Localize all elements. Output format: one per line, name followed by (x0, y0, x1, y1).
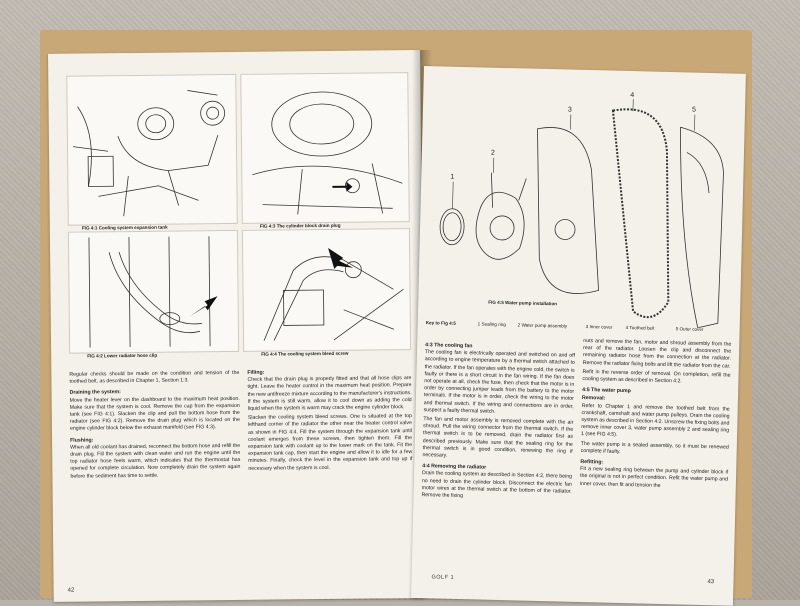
figure-water-pump: 1 2 3 4 5 (428, 86, 732, 328)
paragraph: Refit in the reverse order of removal. O… (582, 369, 730, 387)
paragraph: Drain the cooling system as described in… (421, 471, 572, 503)
paragraph: Refer to Chapter 1 and remove the toothe… (581, 403, 730, 443)
callout-2: 2 (491, 150, 495, 157)
figure-caption: FIG 4:4 The cooling system bleed screw (261, 351, 348, 357)
figure-bleed-screw (242, 228, 411, 352)
figure-caption: FIG 4:2 Lower radiator hose clip (87, 353, 157, 359)
callout-4: 4 (630, 92, 634, 99)
paragraph: Check that the drain plug is properly fi… (247, 375, 411, 413)
figure-key-item: 5 Outer cover (676, 326, 704, 332)
figure-key-item: 4 Toothed belt (626, 325, 655, 331)
intro-paragraph: Regular checks should be made on the con… (69, 370, 239, 386)
page-number: 42 (68, 588, 75, 594)
right-text-column-2: nuts and remove the fan, motor and shrou… (580, 338, 732, 493)
paragraph: When all old coolant has drained, reconn… (70, 443, 240, 481)
paragraph: Slacken the cooling system bleed screws.… (248, 413, 413, 472)
paragraph: Fit a new sealing ring between the pump … (580, 466, 728, 491)
paragraph: The fan and motor assembly is removed co… (422, 416, 573, 463)
right-page: 1 2 3 4 5 FIG 4:5 Water pump installatio… (411, 66, 746, 606)
figure-radiator-hose-clip (68, 230, 239, 354)
page-footer: GOLF 1 (431, 574, 454, 581)
figure-caption: FIG 4:3 The cylinder block drain plug (260, 223, 341, 229)
left-text-column-2: Filling: Check that the drain plug is pr… (247, 368, 412, 475)
figure-expansion-tank (66, 74, 238, 226)
figure-key-title: Key to Fig 4:5 (426, 320, 456, 326)
figure-key-item: 3 Inner cover (586, 324, 613, 330)
callout-1: 1 (450, 174, 454, 181)
paragraph: Move the heater lever on the dashboard t… (70, 396, 240, 434)
left-page: FIG 4:1 Cooling system expansion tank FI… (48, 50, 426, 602)
callout-5: 5 (692, 107, 696, 114)
figure-key-item: 2 Water pump assembly (518, 322, 567, 328)
callout-3: 3 (568, 107, 572, 114)
paragraph: nuts and remove the fan, motor and shrou… (583, 338, 732, 370)
figure-drain-plug (240, 72, 410, 224)
left-text-column-1: Regular checks should be made on the con… (69, 370, 240, 483)
right-text-column-1: 4:3 The cooling fan The cooling fan is e… (421, 342, 575, 505)
paragraph: The water pump is a sealed assembly, so … (581, 441, 729, 459)
figure-key-item: 1 Sealing ring (478, 321, 506, 327)
figure-caption: FIG 4:1 Cooling system expansion tank (82, 225, 168, 231)
paragraph: The cooling fan is electrically operated… (423, 349, 575, 417)
page-number: 43 (707, 579, 714, 585)
